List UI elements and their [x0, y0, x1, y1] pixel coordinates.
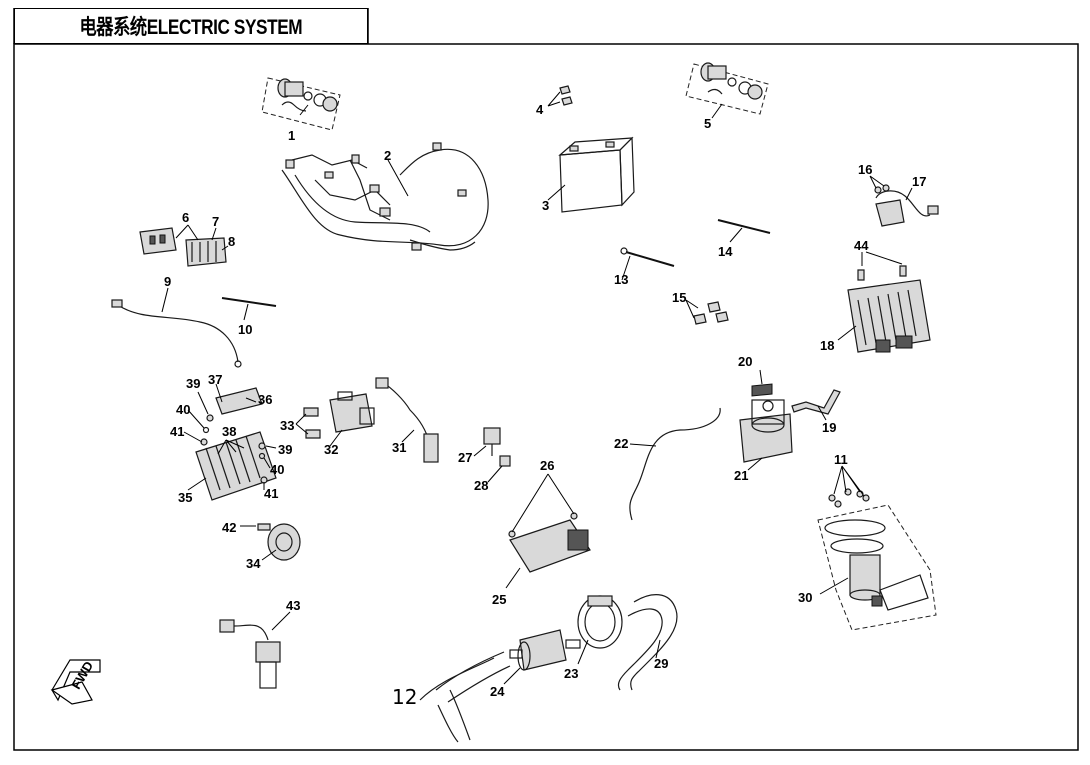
label-1: 1: [288, 128, 295, 143]
label-11: 11: [834, 452, 848, 467]
label-21: 21: [734, 468, 748, 483]
label-19: 19: [822, 420, 836, 435]
part-18-regulator: [837, 279, 931, 353]
label-7: 7: [212, 214, 219, 229]
page-title: 电器系统ELECTRIC SYSTEM: [79, 16, 303, 39]
part-42-bolt: [240, 523, 271, 531]
part-28-connector: [487, 455, 511, 483]
part-16-17-sensor: [869, 175, 939, 227]
label-20: 20: [738, 354, 752, 369]
part-27-sensor: [473, 427, 501, 457]
part-20-cap: [751, 369, 773, 397]
part-39-40-41-hardware: [183, 391, 277, 490]
label-42: 42: [222, 520, 236, 535]
part-22-cable: [629, 407, 721, 521]
label-35: 35: [178, 490, 192, 505]
label-32: 32: [324, 442, 338, 457]
part-24-fuel-filter: [503, 629, 581, 685]
title-box: 电器系统ELECTRIC SYSTEM: [14, 8, 368, 44]
label-29: 29: [654, 656, 668, 671]
part-37-38-fuses: [215, 383, 245, 455]
fwd-arrow-icon: FWD: [50, 659, 101, 705]
label-17: 17: [912, 174, 926, 189]
label-27: 27: [458, 450, 472, 465]
label-34: 34: [246, 556, 261, 571]
label-44: 44: [854, 238, 869, 253]
part-19-bracket: [791, 389, 841, 421]
label-6: 6: [182, 210, 189, 225]
label-36: 36: [258, 392, 272, 407]
label-37: 37: [208, 372, 222, 387]
label-31: 31: [392, 440, 406, 455]
label-16: 16: [858, 162, 872, 177]
label-38: 38: [222, 424, 236, 439]
label-5: 5: [704, 116, 711, 131]
part-9-cable: [111, 287, 242, 368]
part-44-bolts: [857, 251, 907, 281]
part-31-spark-cable: [375, 377, 439, 463]
label-3: 3: [542, 198, 549, 213]
label-33: 33: [280, 418, 294, 433]
label-39-repeat: 39: [278, 442, 292, 457]
part-29-hose: [617, 594, 678, 691]
label-40-repeat: 40: [270, 462, 284, 477]
part-25-ecu: [505, 519, 591, 589]
label-8: 8: [228, 234, 235, 249]
part-43-sensor: [219, 611, 291, 689]
label-22: 22: [614, 436, 628, 451]
part-15-clips: [685, 299, 729, 325]
label-2: 2: [384, 148, 391, 163]
label-14: 14: [718, 244, 733, 259]
label-23: 23: [564, 666, 578, 681]
part-34-horn: [261, 523, 301, 561]
part-2-wiring-harness: [281, 142, 489, 251]
part-32-ignition-coil: [329, 391, 375, 447]
part-30-fuel-pump: [817, 504, 937, 631]
label-30: 30: [798, 590, 812, 605]
part-5-switch-kit: [685, 62, 769, 119]
part-33-bolts: [295, 407, 321, 439]
label-41: 41: [170, 424, 184, 439]
label-39: 39: [186, 376, 200, 391]
part-labels: 1 2 3 4 5 6 7 8 9 10 11 12 13 14 15 16 1…: [164, 102, 926, 709]
label-12: 12: [392, 685, 417, 709]
part-1-switch-kit: [261, 77, 341, 131]
part-36-cover: [215, 387, 263, 415]
part-3-battery: [547, 136, 635, 213]
part-12-hose: [419, 651, 511, 743]
label-13: 13: [614, 272, 628, 287]
part-21-starter-relay: [739, 399, 793, 471]
part-23-clamp: [577, 595, 623, 665]
label-41-repeat: 41: [264, 486, 278, 501]
label-26: 26: [540, 458, 554, 473]
part-4-battery-bolts: [547, 85, 573, 107]
border: [13, 43, 1079, 751]
label-4: 4: [536, 102, 544, 117]
part-13-cable-tie: [620, 247, 675, 281]
part-26-screws: [508, 473, 578, 538]
part-10-cable-tie: [221, 297, 277, 321]
label-40: 40: [176, 402, 190, 417]
label-18: 18: [820, 338, 834, 353]
label-24: 24: [490, 684, 505, 699]
label-9: 9: [164, 274, 171, 289]
label-15: 15: [672, 290, 686, 305]
label-43: 43: [286, 598, 300, 613]
label-10: 10: [238, 322, 252, 337]
part-35-fuse-box: [187, 431, 277, 501]
label-25: 25: [492, 592, 506, 607]
part-11-bolts: [828, 465, 870, 508]
part-6-7-8-connectors: [139, 224, 229, 267]
part-14-cable-tie: [717, 219, 771, 243]
label-28: 28: [474, 478, 488, 493]
